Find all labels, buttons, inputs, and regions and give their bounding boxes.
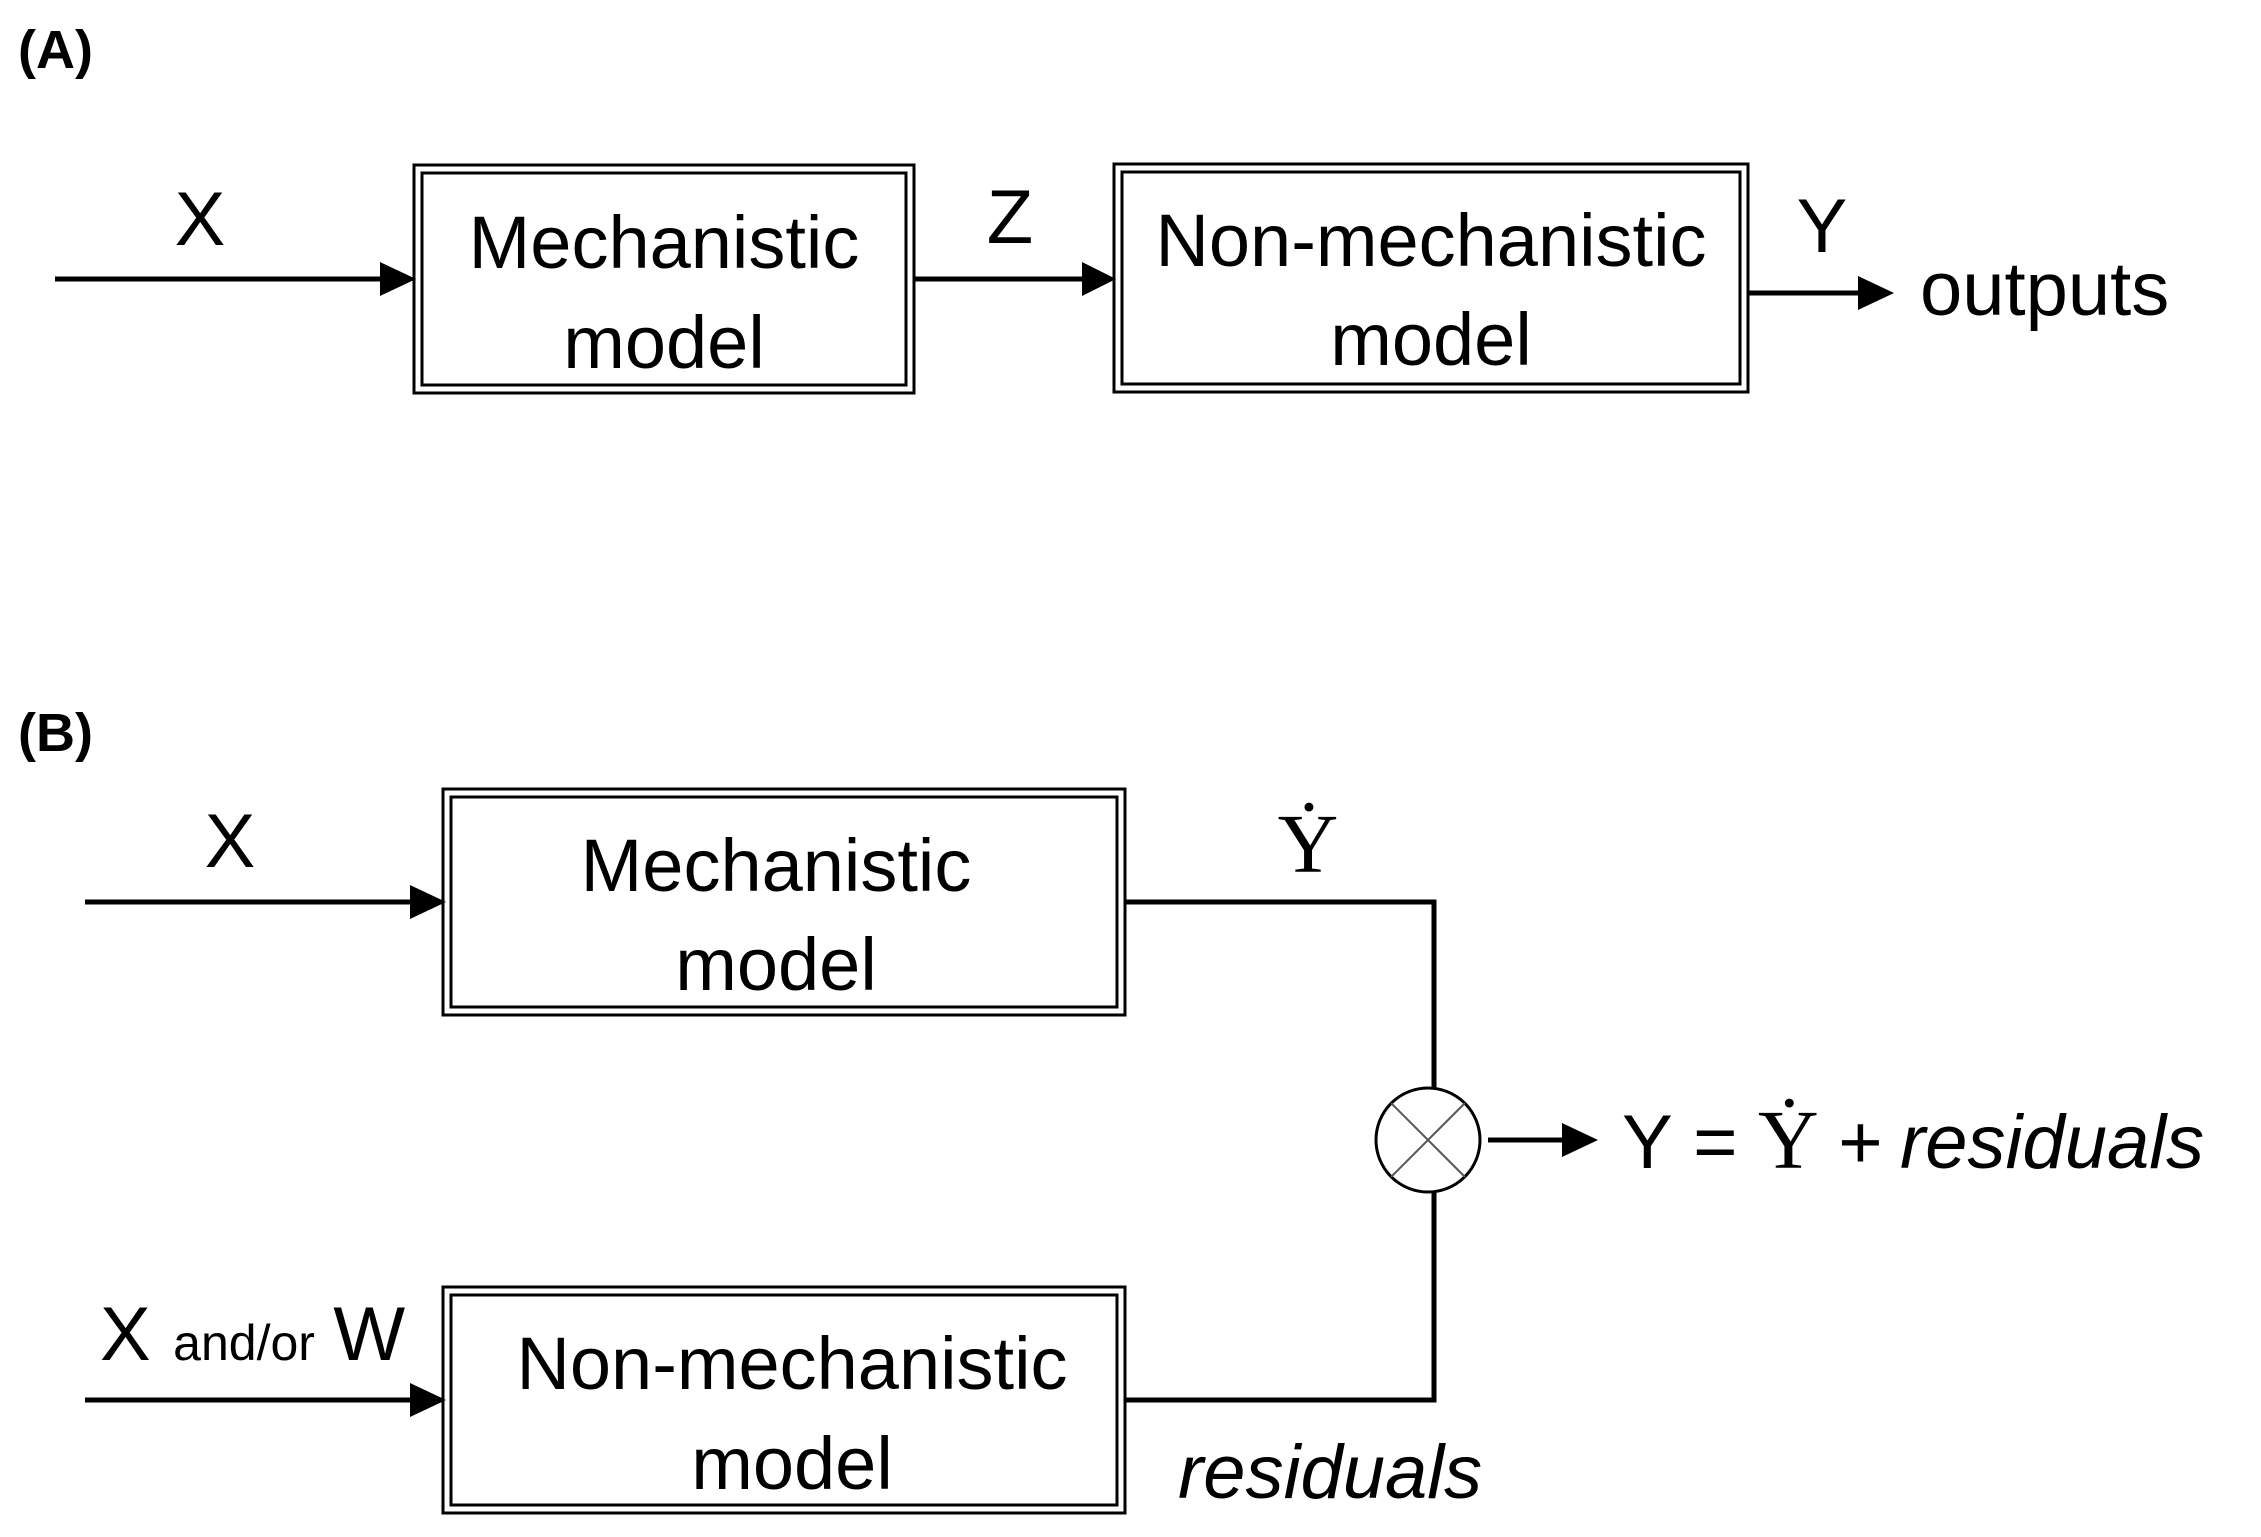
panel-b-bottom-input-arrowhead xyxy=(410,1383,446,1417)
panel-a-label: (A) xyxy=(18,20,93,80)
panel-b-yhat-connector xyxy=(1125,899,1437,1088)
panel-a-mechanistic-line2: model xyxy=(563,301,765,384)
panel-b-mechanistic-box: Mechanistic model xyxy=(441,787,1127,1017)
panel-b-non-mechanistic-line1: Non-mechanistic xyxy=(516,1322,1067,1405)
panel-a-non-mechanistic-line1: Non-mechanistic xyxy=(1155,199,1706,282)
panel-b-output-yhat: Ẏ xyxy=(1758,1094,1819,1187)
panel-b-output-residuals: residuals xyxy=(1900,1100,2204,1185)
panel-b-output-arrowhead xyxy=(1562,1123,1598,1157)
panel-a-output-arrowhead xyxy=(1858,276,1894,310)
panel-b-input-bottom-x: X xyxy=(100,1292,151,1377)
panel-b-output-plus: + xyxy=(1837,1100,1881,1185)
panel-b-top-input-arrowhead xyxy=(410,885,446,919)
panel-a-input-arrowhead xyxy=(380,262,416,296)
panel-b-input-bottom-label: X and/or W xyxy=(100,1292,405,1377)
panel-b-residuals-connector xyxy=(1125,1192,1437,1403)
panel-b-output-equation: Y = Ẏ + residuals xyxy=(1622,1094,2204,1187)
panel-b-input-top-label: X xyxy=(205,799,256,884)
panel-a-z-arrowhead xyxy=(1082,262,1116,296)
panel-b-output-y: Y xyxy=(1622,1100,1673,1185)
panel-b-yhat-label: Ẏ xyxy=(1278,798,1339,891)
panel-a-non-mechanistic-box: Non-mechanistic model xyxy=(1112,162,1750,394)
panel-b-non-mechanistic-line2: model xyxy=(691,1422,893,1505)
panel-b-input-bottom-join: and/or xyxy=(173,1315,315,1371)
panel-b-label: (B) xyxy=(18,703,93,763)
panel-b: (B) X Mechanistic model Ẏ residuals X xyxy=(18,703,2204,1515)
panel-b-mechanistic-line1: Mechanistic xyxy=(581,824,972,907)
panel-a-intermediate-label: Z xyxy=(987,175,1033,260)
panel-b-input-bottom-w: W xyxy=(333,1292,405,1377)
panel-b-residuals-label: residuals xyxy=(1178,1430,1482,1515)
panel-a-mechanistic-box: Mechanistic model xyxy=(412,163,916,395)
panel-a-output-var: Y xyxy=(1797,184,1848,269)
panel-a-mechanistic-line1: Mechanistic xyxy=(469,201,860,284)
panel-a-input-label: X xyxy=(175,177,226,262)
panel-b-output-eq: = xyxy=(1693,1100,1737,1185)
panel-b-mechanistic-line2: model xyxy=(675,923,877,1006)
multiply-circle-icon xyxy=(1374,1086,1482,1194)
panel-a: (A) X Mechanistic model Z Non-mechanisti… xyxy=(18,20,2169,395)
panel-a-output-text: outputs xyxy=(1920,247,2169,332)
panel-b-non-mechanistic-box: Non-mechanistic model xyxy=(441,1285,1127,1515)
panel-a-non-mechanistic-line2: model xyxy=(1330,298,1532,381)
